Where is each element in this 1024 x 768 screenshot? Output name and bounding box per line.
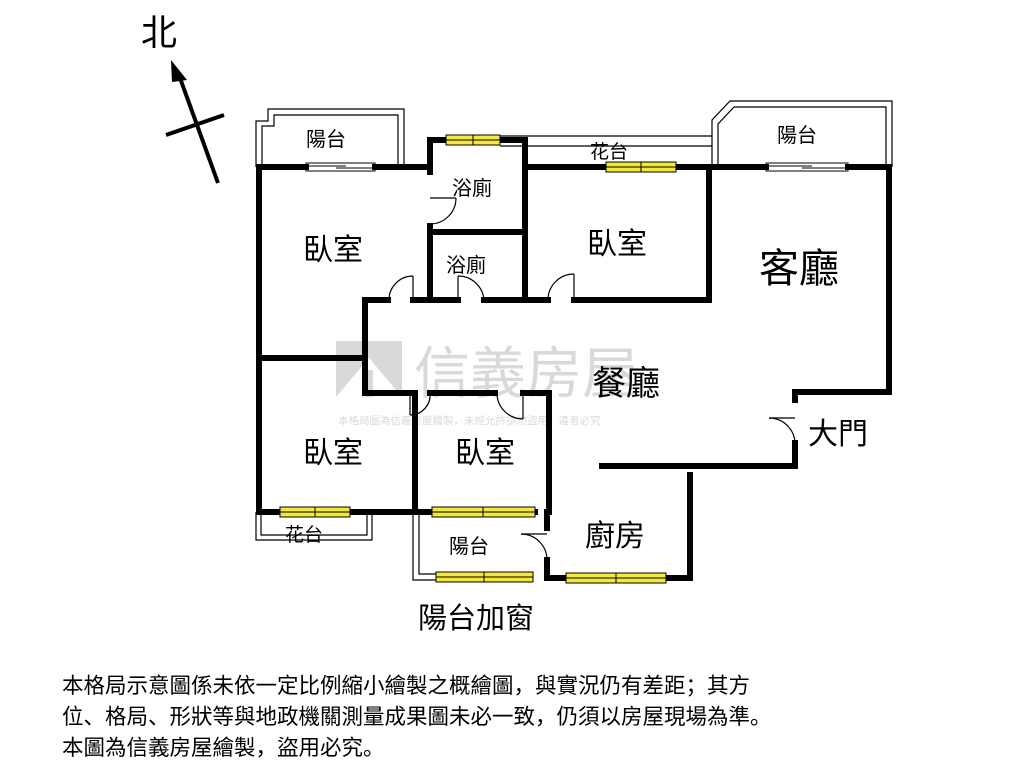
door-bath-2 [457,275,485,301]
label-main-door: 大門 [808,417,868,452]
sliding-door-nw [305,162,376,172]
room-labels: 陽台 浴廁 花台 陽台 臥室 浴廁 臥室 客廳 餐廳 大門 臥室 臥室 花台 陽… [285,123,868,635]
label-bedroom-north: 臥室 [587,227,647,262]
window-balcony-south [435,571,534,583]
door-main [768,417,796,445]
label-living-room: 客廳 [759,246,839,292]
label-dining-room: 餐廳 [592,364,660,404]
label-bedroom-south: 臥室 [455,436,515,471]
window-bedroom-north [605,161,677,173]
disclaimer-line-2: 位、格局、形狀等與地政機關測量成果圖未必一致，仍須以房屋現場為準。 [62,705,772,730]
north-compass: 北 [141,13,225,184]
sliding-doors [305,162,849,172]
brand-logo-icon [336,341,402,397]
north-arrow-icon [171,60,187,82]
label-bedroom-nw: 臥室 [303,233,363,268]
door-bedroom-nw [388,275,414,301]
walls [256,137,892,581]
watermark: 信義房屋 本格局圖為信義房屋繪製，未經允許請勿盜用，違者必究 [336,341,638,427]
label-balcony-south: 陽台 [449,534,489,558]
door-bedroom-north [547,273,575,301]
window-bedroom-south [431,506,536,518]
label-balcony-window: 陽台加窗 [418,601,534,635]
disclaimer-text: 本格局示意圖係未依一定比例縮小繪製之概繪圖，與實況仍有差距；其方 位、格局、形狀… [62,671,982,764]
door-balcony-south [520,533,548,561]
window-bedroom-sw [279,506,351,518]
door-bath-1 [429,197,457,225]
label-kitchen: 廚房 [585,519,645,554]
watermark-note: 本格局圖為信義房屋繪製，未經允許請勿盜用，違者必究 [338,414,601,427]
label-bedroom-sw: 臥室 [303,436,363,471]
swing-doors [388,197,796,561]
sliding-door-ne [765,162,849,172]
door-bedroom-sw [409,392,431,416]
windows [279,134,677,584]
watermark-brand: 信義房屋 [414,342,638,407]
label-balcony-nw: 陽台 [306,127,346,151]
window-bath-top [445,134,501,146]
label-planter-top: 花台 [590,141,628,163]
balcony-outlines [255,100,893,581]
label-planter-bottom: 花台 [285,524,323,546]
label-balcony-ne: 陽台 [777,123,817,147]
north-label: 北 [141,13,177,54]
door-bedroom-south [496,392,524,420]
label-bath-2: 浴廁 [446,253,486,277]
label-bath-1: 浴廁 [452,176,492,200]
disclaimer-line-1: 本格局示意圖係未依一定比例縮小繪製之概繪圖，與實況仍有差距；其方 [62,674,751,699]
disclaimer-line-3: 本圖為信義房屋繪製，盜用必究。 [62,736,385,761]
window-kitchen [565,572,667,584]
